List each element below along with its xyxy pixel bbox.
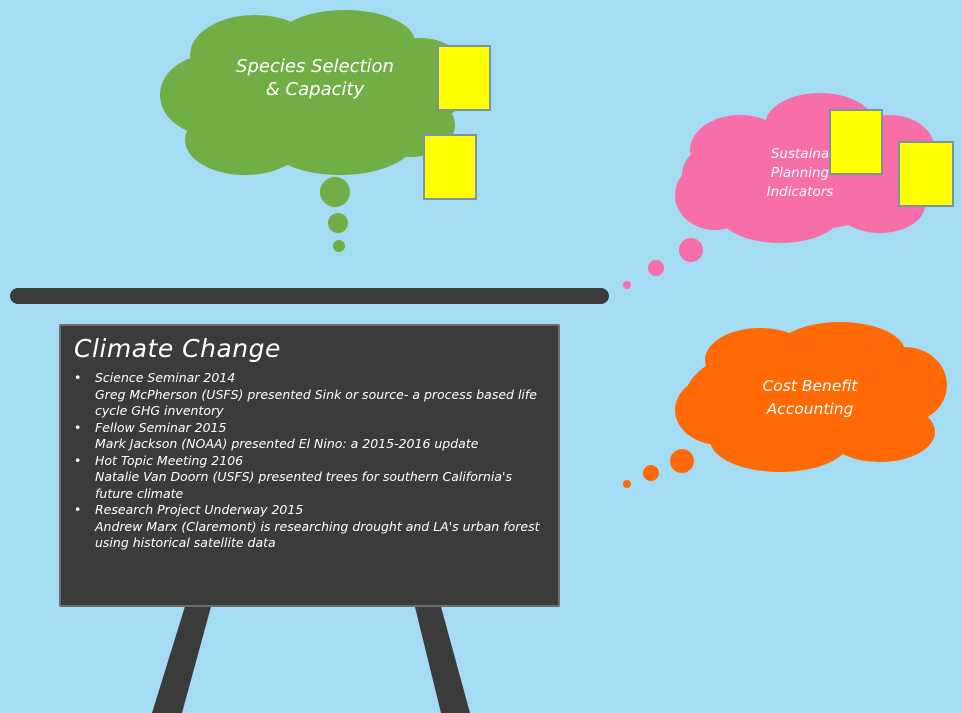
item-heading: Fellow Seminar 2015 <box>95 419 227 435</box>
species-label-line1: Species Selection <box>236 56 394 77</box>
sticky-note[interactable] <box>437 45 491 111</box>
sustainability-cloud-label: Sustaina Planning Indicators <box>710 145 890 202</box>
cost-cloud-bubbles <box>623 449 694 488</box>
easel-bar <box>10 288 609 304</box>
species-label-line2: & Capacity <box>265 79 365 101</box>
species-cloud-bubbles <box>320 177 350 252</box>
list-item: Research Project Underway 2015 Andrew Ma… <box>71 502 551 552</box>
easel-leg-left <box>152 603 212 713</box>
sustainability-label-line2: Planning <box>770 164 830 181</box>
chalkboard: Climate Change Science Seminar 2014 Greg… <box>59 324 560 607</box>
board-list: Science Seminar 2014 Greg McPherson (USF… <box>71 370 551 552</box>
cost-cloud-label: Cost Benefit Accounting <box>715 375 905 422</box>
item-detail: Andrew Marx (Claremont) is researching d… <box>95 518 540 551</box>
board-title: Climate Change <box>74 334 281 363</box>
item-detail: Mark Jackson (NOAA) presented El Nino: a… <box>95 436 479 451</box>
cost-cloud <box>675 322 947 472</box>
item-detail: Natalie Van Doorn (USFS) presented trees… <box>95 469 512 501</box>
sticky-note[interactable] <box>829 109 883 175</box>
list-item: Hot Topic Meeting 2106 Natalie Van Doorn… <box>71 453 551 503</box>
item-heading: Science Seminar 2014 <box>95 370 236 385</box>
list-item: Science Seminar 2014 Greg McPherson (USF… <box>71 370 551 420</box>
item-heading: Hot Topic Meeting 2106 <box>95 452 244 468</box>
cost-label-line1: Cost Benefit <box>762 377 858 395</box>
species-cloud-label: Species Selection & Capacity <box>210 55 420 102</box>
list-item: Fellow Seminar 2015 Mark Jackson (NOAA) … <box>71 420 551 453</box>
easel-leg-right <box>414 603 470 713</box>
sustainability-label-line1: Sustaina <box>770 146 830 162</box>
sticky-note[interactable] <box>423 134 477 200</box>
item-detail: Greg McPherson (USFS) presented Sink or … <box>95 386 537 419</box>
item-heading: Research Project Underway 2015 <box>95 502 304 517</box>
species-cloud <box>160 10 472 175</box>
sustainability-cloud-bubbles <box>623 238 703 289</box>
sustainability-label-line3: Indicators <box>766 183 834 200</box>
sticky-note[interactable] <box>898 141 954 207</box>
cost-label-line2: Accounting <box>766 400 854 419</box>
